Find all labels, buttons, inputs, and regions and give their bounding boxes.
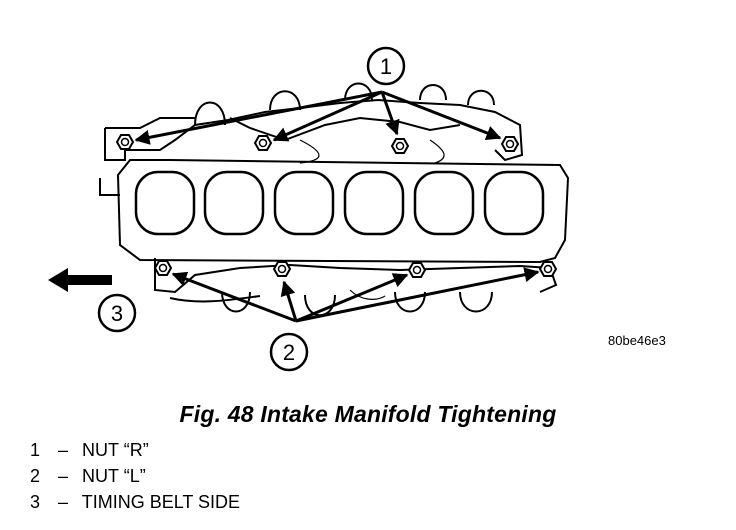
legend-item: 3 – TIMING BELT SIDE <box>30 489 240 515</box>
legend-list: 1 – NUT “R” 2 – NUT “L” 3 – TIMING BELT … <box>30 437 240 515</box>
intake-ports <box>134 170 545 236</box>
legend-number: 2 <box>30 466 41 486</box>
svg-text:3: 3 <box>111 301 123 326</box>
legend-number: 1 <box>30 440 41 460</box>
callout-2: 2 <box>269 332 309 372</box>
legend-text: TIMING BELT SIDE <box>81 492 241 512</box>
timing-belt-direction-arrow <box>48 268 112 292</box>
leader-arrows-r <box>134 90 502 145</box>
intake-manifold-diagram: 1 2 3 <box>48 46 570 372</box>
callout-3: 3 <box>97 293 137 333</box>
legend-number: 3 <box>30 492 41 512</box>
leader-arrows-l <box>171 267 540 323</box>
callout-1: 1 <box>366 46 406 86</box>
legend-item: 2 – NUT “L” <box>30 463 240 489</box>
legend-dash: – <box>58 466 69 486</box>
legend-item: 1 – NUT “R” <box>30 437 240 463</box>
legend-text: NUT “R” <box>82 440 149 460</box>
svg-text:1: 1 <box>380 54 392 79</box>
legend-dash: – <box>58 440 69 460</box>
figure-caption: Fig. 48 Intake Manifold Tightening <box>179 401 557 427</box>
figure-reference-code: 80be46e3 <box>608 333 666 348</box>
legend-text: NUT “L” <box>82 466 146 486</box>
svg-text:2: 2 <box>283 340 295 365</box>
legend-dash: – <box>58 492 69 512</box>
